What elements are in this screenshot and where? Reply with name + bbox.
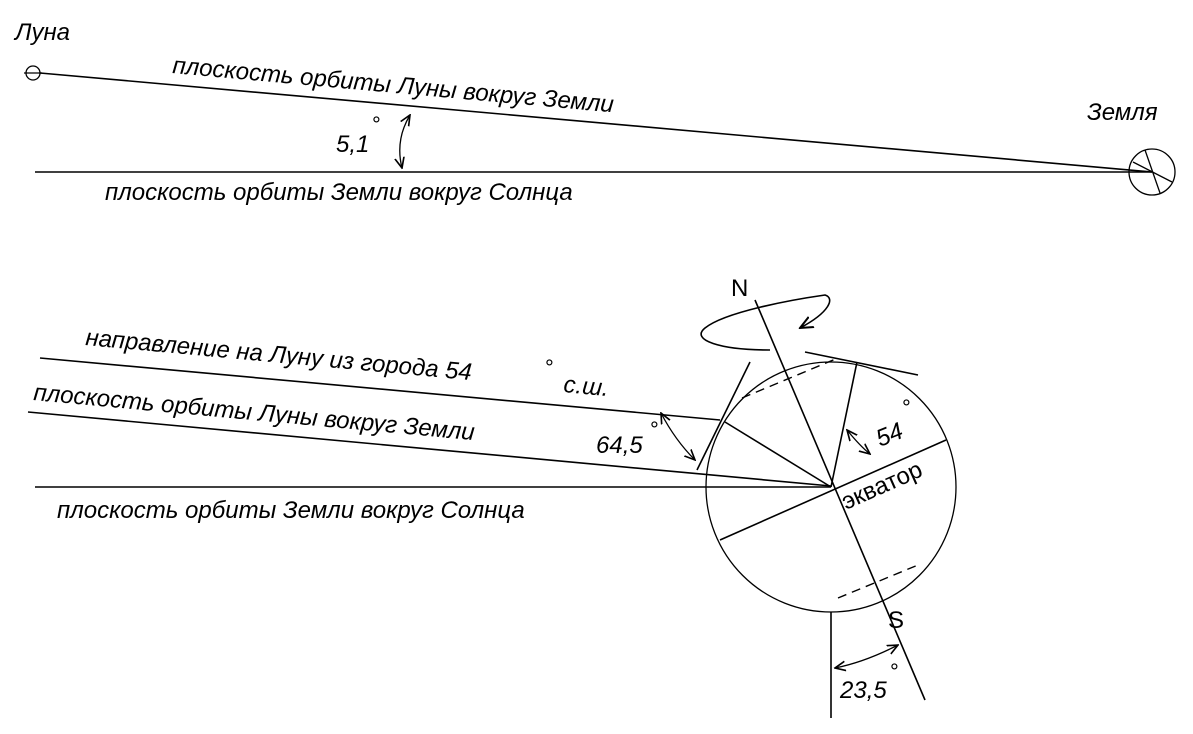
earth-label: Земля bbox=[1087, 99, 1158, 126]
direction-to-moon-line bbox=[39, 357, 721, 421]
south-label: S bbox=[888, 607, 904, 634]
angle-label-54: 54 bbox=[872, 418, 907, 453]
angle-arc-5-1 bbox=[400, 115, 410, 168]
earth-orbit-label-top: плоскость орбиты Земли вокруг Солнца bbox=[105, 179, 573, 206]
angle-label-64-5: 64,5 bbox=[596, 432, 643, 459]
equator-line bbox=[719, 439, 947, 541]
antarctic-circle-dashed bbox=[837, 564, 919, 599]
moon-symbol bbox=[24, 65, 42, 81]
earth-symbol bbox=[1128, 148, 1176, 196]
equator-label: экватор bbox=[837, 456, 926, 515]
arctic-circle-dashed bbox=[741, 357, 839, 399]
moon-orbit-label-bottom: плоскость орбиты Луны вокруг Земли bbox=[32, 379, 475, 446]
moon-orbit-plane-line-bottom bbox=[27, 411, 832, 487]
observer-horizon-line bbox=[696, 361, 751, 471]
angle-label-5-1: 5,1 bbox=[336, 131, 369, 158]
earth-orbit-label-bottom: плоскость орбиты Земли вокруг Солнца bbox=[57, 497, 525, 524]
rotation-arrow bbox=[700, 294, 831, 351]
observer-radius-line bbox=[724, 421, 832, 488]
degree-sign-64-5: ° bbox=[650, 417, 659, 442]
moon-label: Луна bbox=[13, 19, 70, 46]
angle-arc-64-5 bbox=[661, 413, 695, 460]
degree-sign-54: ° bbox=[902, 395, 911, 420]
degree-sign-54-city: ° bbox=[545, 355, 554, 380]
top-tangent-line bbox=[804, 351, 919, 376]
direction-to-moon-label: направление на Луну из города 54 bbox=[84, 324, 473, 386]
moon-orbit-label-top: плоскость орбиты Луны вокруг Земли bbox=[171, 52, 614, 118]
degree-sign-5-1: ° bbox=[372, 112, 381, 137]
angle-label-23-5: 23,5 bbox=[839, 677, 887, 704]
degree-sign-23-5: ° bbox=[890, 659, 899, 684]
city-radius-line bbox=[830, 361, 858, 488]
north-label: N bbox=[731, 275, 748, 302]
direction-to-moon-suffix: с.ш. bbox=[562, 371, 610, 402]
angle-arc-54 bbox=[847, 430, 870, 454]
moon-orbit-plane-line-top bbox=[39, 72, 1153, 173]
rotation-axis bbox=[754, 299, 926, 701]
angle-arc-23-5 bbox=[835, 645, 898, 668]
